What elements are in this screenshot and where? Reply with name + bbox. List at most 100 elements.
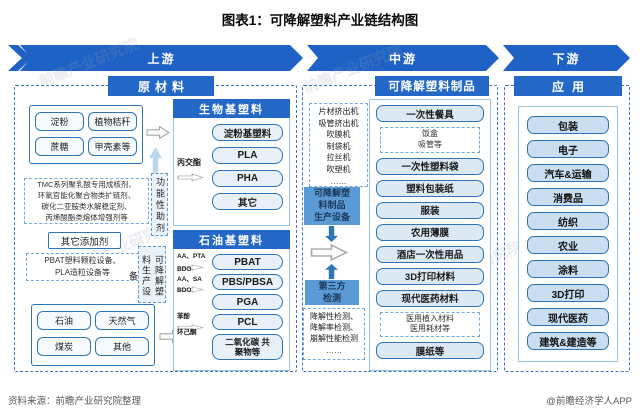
list-subitem: 医用植入材料 医用耗材等 (380, 311, 480, 338)
products-header: 可降解塑料制品 (375, 76, 489, 96)
petro-plastics-column: 石油基塑料 PBAT PBS/PBSA PGA PCL 二氧化碳 共聚物等 AA… (173, 230, 290, 371)
text-line: PLA造粒设备等 (54, 268, 111, 277)
pbat-precursor-label: BDO (177, 266, 192, 273)
source-note: 资料来源：前瞻产业研究院整理 (8, 396, 142, 407)
text-line: 降解性检测、 (310, 312, 358, 321)
list-item: 农业 (527, 236, 609, 254)
arrow-right-icon (177, 258, 204, 271)
arrow-down-icon (325, 226, 338, 242)
list-item: 淀粉 (35, 112, 84, 131)
testing-list-box: 降解性检测、 降解率检测、 崩解性能检测 …… (303, 308, 365, 360)
page-title: 图表1：可降解塑料产业链结构图 (221, 13, 419, 28)
arrow-right-icon (177, 280, 204, 293)
list-item: 甲壳素等 (88, 136, 137, 156)
text-line: 降解率检测、 (310, 323, 358, 333)
arrow-right-icon (177, 169, 204, 182)
text-line: 检测 (322, 292, 341, 303)
banner-midstream-label: 中游 (388, 51, 417, 66)
products-column: 一次性餐具 饭盒 吸管等 一次性塑料袋 塑料包装纸 服装 农用薄膜 酒店一次性用… (369, 99, 491, 371)
list-item: 汽车&运输 (527, 164, 609, 182)
list-item: 其他 (95, 337, 149, 356)
list-item: 农用薄膜 (376, 223, 484, 241)
list-item: 纺织 (527, 212, 609, 230)
list-subitem: 饭盒 吸管等 (380, 127, 480, 153)
midstream-section: 可降解塑料制品 片材挤出机 吸管挤出机 吹膜机 制袋机 拉丝机 吹塑机 …… 可… (302, 76, 498, 372)
text-line: 崩解性能检测 (310, 334, 358, 344)
list-item: PBS/PBSA (212, 274, 283, 290)
text-line: 医用植入材料 (406, 313, 454, 323)
text-line: 制袋机 (326, 141, 351, 151)
list-item: 一次性餐具 (376, 105, 484, 122)
text-line: 拉丝机 (326, 153, 351, 163)
petro-plastics-body: PBAT PBS/PBSA PGA PCL 二氧化碳 共聚物等 AA、PTA B… (173, 249, 290, 371)
text-line: 料制品 (318, 200, 346, 211)
list-item: 蔗糖 (35, 136, 84, 156)
pbs-precursor-label: BDO (177, 287, 192, 294)
text-line: 丙烯酸酯类熔体增强剂等 (45, 212, 128, 222)
banner-downstream-label: 下游 (552, 51, 581, 66)
list-item: PCL (212, 314, 283, 330)
text-line: 第三方 (318, 280, 346, 291)
pbs-precursor-label: AA、SA (177, 276, 202, 283)
arrow-up-icon (149, 147, 162, 176)
list-item: 煤炭 (37, 337, 91, 356)
list-item: 3D打印材料 (376, 267, 484, 285)
arrow-up-icon (325, 264, 338, 279)
bio-plastics-body: 淀粉基塑料 PLA PHA 其它 丙交酯 (173, 118, 290, 226)
list-item: PLA (212, 147, 283, 164)
list-item: PGA (212, 294, 283, 310)
banner-downstream: 下游 (503, 45, 630, 71)
list-item: 现代医药 (527, 308, 609, 326)
list-item: PHA (212, 170, 283, 187)
list-item: PBAT (212, 254, 283, 270)
other-additives-box: 其它添加剂 (48, 232, 121, 249)
list-item: 二氧化碳 共聚物等 (212, 334, 283, 360)
list-item: 消费品 (527, 188, 609, 206)
text-line: 饭盒 (422, 129, 438, 138)
bio-plastics-header: 生物基塑料 (173, 99, 290, 118)
text-line: 环氧官能化聚合物类扩链剂、 (37, 190, 136, 200)
pbat-precursor-label: AA、PTA (177, 253, 206, 260)
text-line: …… (330, 176, 347, 186)
text-line: 医用耗材等 (410, 324, 450, 334)
credit-note: @前瞻经济学人APP (546, 396, 632, 407)
bio-feedstock-box: 淀粉 植物秸秆 蔗糖 甲壳素等 (29, 105, 143, 164)
text-line: 吸管等 (418, 139, 442, 149)
text-line: 吹塑机 (326, 164, 351, 174)
text-line: PBAT塑料颗粒设备、 (44, 256, 121, 265)
upstream-section: 原材料 淀粉 植物秸秆 蔗糖 甲壳素等 TMC系列聚乳酸专用成核剂、 环氧官能化… (14, 76, 297, 372)
list-item: 服装 (376, 201, 484, 219)
list-item: 酒店一次性用品 (376, 245, 484, 263)
text-line: 碳化二亚胺类水解稳定剂、 (41, 201, 132, 211)
third-party-testing-box: 第三方 检测 (305, 280, 359, 305)
additives-detail-box: TMC系列聚乳酸专用成核剂、 环氧官能化聚合物类扩链剂、 碳化二亚胺类水解稳定剂… (24, 178, 149, 224)
downstream-section: 应用 包装 电子 汽车&运输 消费品 纺织 农业 涂料 3D打印 现代医药 建筑… (504, 76, 630, 372)
text-line: 生产设备 (313, 211, 350, 222)
arrow-right-icon (177, 318, 204, 331)
equipment-list-box: 片材挤出机 吸管挤出机 吹膜机 制袋机 拉丝机 吹塑机 …… (309, 103, 368, 187)
pcl-precursor-label: 环己酮 (177, 329, 197, 336)
list-item: 淀粉基塑料 (212, 124, 283, 141)
application-header: 应用 (514, 76, 622, 96)
list-item: 电子 (527, 140, 609, 158)
list-item: 其它 (212, 193, 283, 210)
text-line: 可降解塑 (313, 188, 350, 199)
products-equipment-box: 可降解塑 料制品 生产设备 (304, 187, 360, 225)
list-item: 建筑&建造等 (527, 332, 609, 350)
list-item: 3D打印 (527, 284, 609, 302)
raw-materials-header: 原材料 (108, 76, 214, 96)
functional-additives-label: 功能性助剂 (151, 173, 168, 236)
text-line: 吸管挤出机 (318, 118, 359, 128)
list-item: 膜纸等 (376, 342, 484, 360)
arrow-right-icon (310, 243, 348, 262)
fossil-feedstock-box: 石油 天然气 煤炭 其他 (31, 304, 155, 366)
bio-plastics-column: 生物基塑料 淀粉基塑料 PLA PHA 其它 丙交酯 (173, 99, 290, 226)
text-line: …… (326, 345, 342, 355)
pla-precursor-label: 丙交酯 (177, 158, 201, 167)
petro-plastics-header: 石油基塑料 (173, 230, 290, 249)
text-line: 片材挤出机 (318, 107, 359, 116)
list-item: 天然气 (95, 311, 149, 330)
equipment-detail-box: PBAT塑料颗粒设备、 PLA造粒设备等 (26, 253, 139, 281)
list-item: 涂料 (527, 260, 609, 278)
